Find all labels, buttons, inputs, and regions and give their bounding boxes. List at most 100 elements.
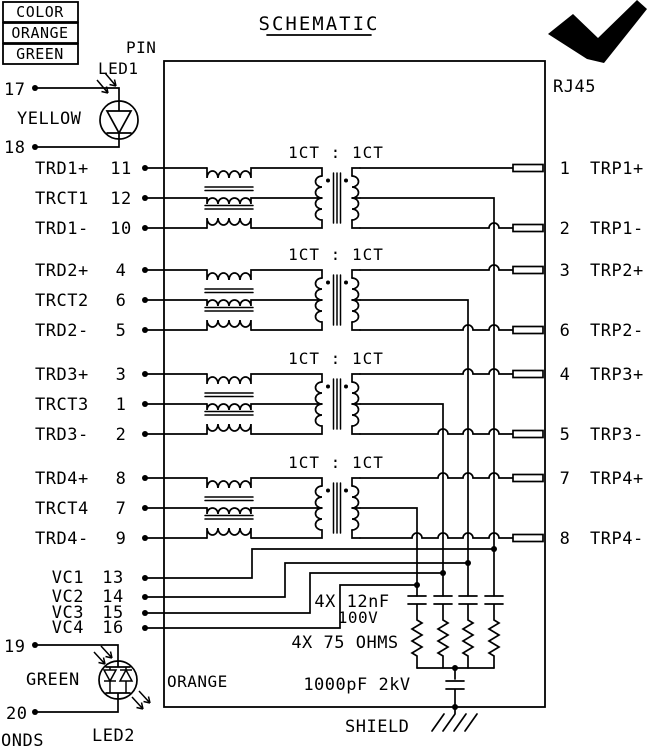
pin-number: 9 (116, 529, 127, 549)
junction-dot (142, 505, 148, 511)
junction-dot (142, 297, 148, 303)
rj45-pin-stub (512, 325, 544, 335)
junction-dot (32, 144, 38, 150)
vc-pins: VC1 13 VC2 14 VC3 15 VC4 16 (52, 546, 497, 638)
shield-ground: 1000pF 2kV SHIELD (303, 667, 478, 737)
led-arrows-icon (93, 645, 113, 665)
wire (34, 644, 119, 713)
page-title: SCHEMATIC (259, 13, 380, 35)
rj45-pin-stub (512, 369, 544, 379)
cap-bank-value: 4X 12nF (314, 592, 389, 612)
checkmark-icon (548, 0, 647, 63)
junction-dot (465, 560, 471, 566)
wire (359, 428, 514, 435)
vc3-wire (144, 572, 444, 614)
channel-2: 1CT : 1CT TRD2+ 4 TRCT2 6 TRD2- 5 3 TRP2… (35, 245, 643, 597)
wire (359, 324, 514, 331)
title-block: SCHEMATIC (259, 13, 380, 36)
junction-dot (142, 267, 148, 273)
pin-number: 14 (102, 587, 123, 607)
pin-number: 3 (116, 365, 127, 385)
legend-green-label: GREEN (16, 45, 64, 63)
diode-rails (105, 660, 131, 700)
led-arrows-icon (131, 690, 151, 710)
cap-resistor-column (458, 595, 478, 669)
led2-designator: LED2 (92, 726, 135, 746)
hv-cap-value: 1000pF 2kV (303, 675, 410, 695)
vc-label: VC2 (52, 587, 84, 607)
chassis-ground-icon (431, 706, 478, 732)
led2-color2-label: ORANGE (167, 672, 228, 691)
rj45-pin-stub (512, 163, 544, 173)
turns-ratio-label: 1CT : 1CT (288, 453, 384, 472)
junction-dot (142, 225, 148, 231)
wire (144, 269, 208, 331)
rj45-signal-label: TRP1- (590, 219, 644, 239)
signal-label: TRD1+ (35, 159, 89, 179)
wire (144, 373, 208, 435)
pin-number: 1 (116, 395, 127, 415)
led2: 19 20 GREEN ORANGE LED2 (4, 637, 228, 746)
rj45-signal-label: TRP3+ (590, 365, 644, 385)
turns-ratio-label: 1CT : 1CT (288, 349, 384, 368)
pin-number: 6 (116, 291, 127, 311)
shield-label: SHIELD (345, 717, 409, 737)
wire (359, 368, 514, 375)
vc1-wire (144, 548, 495, 579)
led1-pin-top: 17 (4, 80, 25, 100)
pin-number: 4 (116, 261, 127, 281)
legend-header-box (2, 1, 79, 23)
channel-1: 1CT : 1CT TRD1+ 11 TRCT1 12 TRD1- 10 1 T… (35, 143, 644, 597)
junction-dot (142, 594, 148, 600)
wire (144, 167, 208, 229)
pin-number: 7 (116, 499, 127, 519)
wire (144, 477, 208, 539)
junction-dot (142, 195, 148, 201)
magnetics-symbol (204, 269, 361, 331)
wire (359, 532, 514, 539)
pin-number: 8 (116, 469, 127, 489)
clipped-edge-text: ONDS (1, 731, 44, 751)
legend-orange-label: ORANGE (11, 24, 68, 42)
termination-bank: 4X 12nF 100V 4X 75 OHMS (291, 592, 504, 671)
signal-label: TRD3- (35, 425, 89, 445)
hv-cap-symbol (445, 667, 465, 708)
center-tap-wire (359, 507, 418, 597)
led-arrows-icon (96, 72, 117, 94)
signal-label: TRD4- (35, 529, 89, 549)
turns-ratio-label: 1CT : 1CT (288, 143, 384, 162)
junction-dot (142, 165, 148, 171)
junction-dot (491, 546, 497, 552)
led1-color-label: YELLOW (17, 109, 82, 129)
magnetics-symbol (204, 167, 361, 229)
led2-color-label: GREEN (26, 670, 80, 690)
rj45-pin-stub (512, 223, 544, 233)
channel-4: 1CT : 1CT TRD4+ 8 TRCT4 7 TRD4- 9 7 TRP4… (35, 453, 643, 597)
center-tap-wire (359, 197, 495, 597)
resistor-bank-value: 4X 75 OHMS (291, 633, 398, 653)
junction-dot (142, 371, 148, 377)
led2-pin-top: 19 (4, 637, 25, 657)
pin-number: 16 (102, 618, 123, 638)
legend-table: COLOR ORANGE GREEN (2, 1, 79, 65)
rj45-signal-label: TRP3- (590, 425, 644, 445)
rj45-pin-number: 7 (560, 469, 571, 489)
diode-symbol (105, 100, 133, 140)
vc-label: VC3 (52, 603, 84, 623)
signal-label: TRD3+ (35, 365, 89, 385)
pin-number: 2 (116, 425, 127, 445)
signal-label: TRCT2 (35, 291, 89, 311)
signal-label: TRD4+ (35, 469, 89, 489)
rj45-pin-stub (512, 429, 544, 439)
junction-dot (142, 327, 148, 333)
junction-dot (142, 475, 148, 481)
junction-dot (32, 85, 38, 91)
rj45-pin-number: 2 (560, 219, 571, 239)
diode-symbol (118, 667, 134, 693)
wire (359, 222, 514, 229)
led2-pin-bottom: 20 (6, 704, 27, 724)
junction-dot (414, 582, 420, 588)
pin-column-header: PIN (126, 38, 156, 57)
vc-label: VC4 (52, 618, 84, 638)
